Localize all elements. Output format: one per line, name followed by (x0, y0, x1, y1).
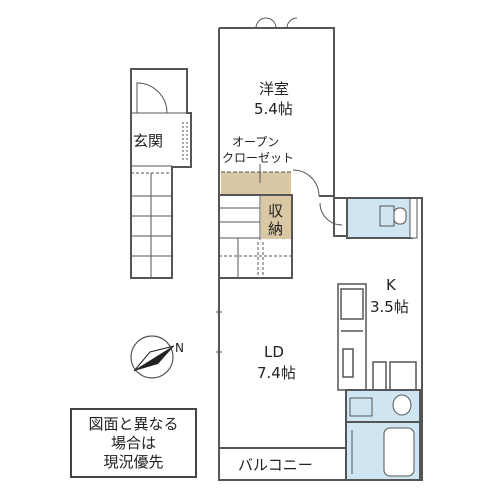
storage-line1: 収 (268, 202, 283, 220)
storage (261, 196, 291, 239)
kitchen-size: 3.5帖 (370, 298, 409, 316)
toilet (346, 197, 418, 239)
hallway-wall (319, 195, 347, 237)
open-closet (221, 172, 291, 194)
western-room (218, 17, 335, 195)
ld-size: 7.4帖 (257, 364, 296, 382)
wash-room (345, 389, 421, 423)
entrance-label: 玄関 (133, 132, 163, 150)
note-line3: 現況優先 (103, 452, 164, 471)
balcony (218, 447, 347, 481)
balcony-label: バルコニー (238, 456, 313, 474)
entrance-block (130, 68, 192, 279)
storage-line2: 納 (268, 220, 283, 238)
compass-icon: N (130, 335, 184, 379)
ld-name: LD (264, 343, 284, 361)
toilet-door (319, 202, 343, 226)
appliance-space (389, 361, 417, 391)
bathroom (345, 421, 421, 481)
stair-block (218, 194, 293, 279)
open-closet-line1: オープン (232, 135, 279, 149)
compass-north-label: N (175, 341, 184, 355)
western-room-name: 洋室 (259, 80, 289, 98)
note-line2: 場合は (110, 433, 156, 452)
fridge-space (372, 361, 387, 391)
room-door (292, 169, 320, 197)
open-closet-line2: クローゼット (222, 151, 294, 165)
disclaimer-note: 図面と異なる 場合は 現況優先 (70, 408, 197, 478)
kitchen-name: K (386, 276, 397, 294)
kitchen-counter (337, 283, 367, 391)
western-room-size: 5.4帖 (254, 100, 293, 118)
note-line1: 図面と異なる (88, 414, 179, 433)
